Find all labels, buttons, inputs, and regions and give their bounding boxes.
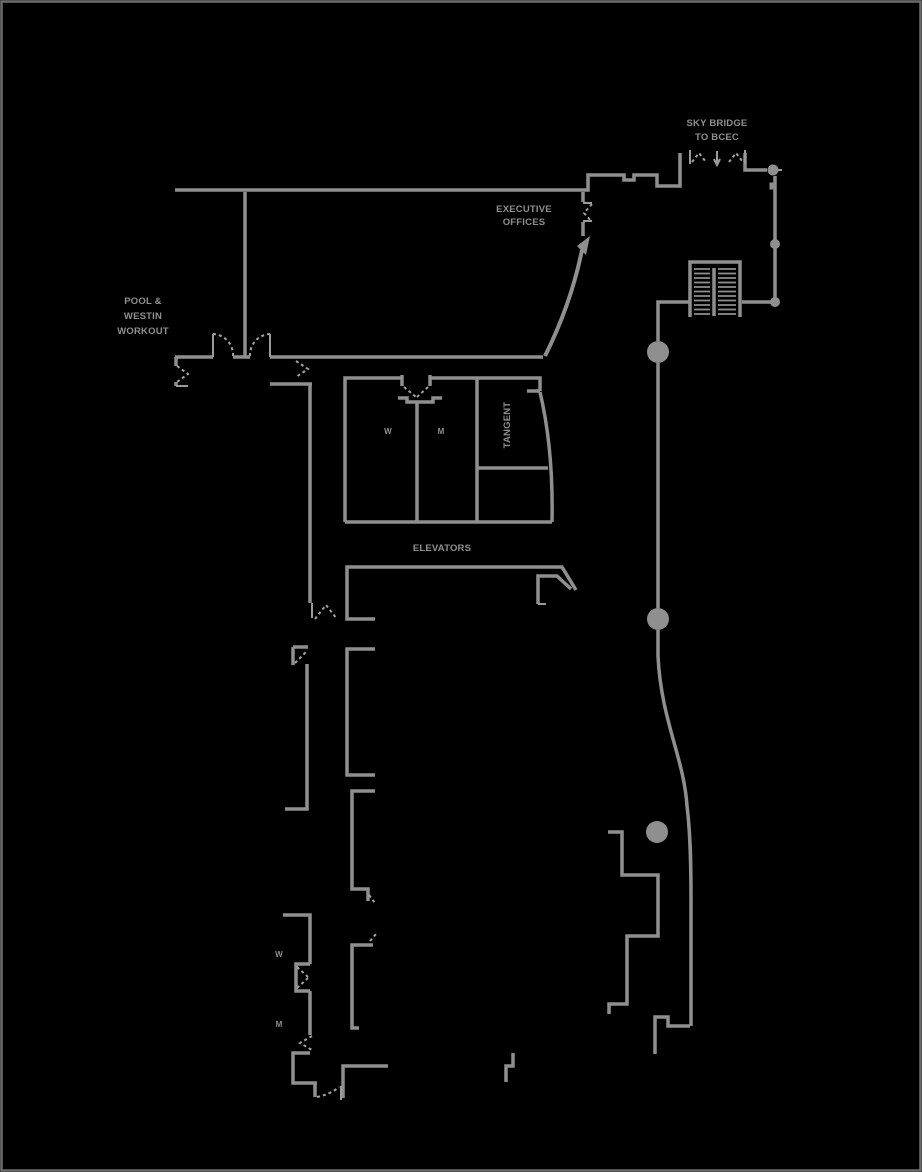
label-restroom-women-lower: W [275, 950, 283, 959]
label-sky-bridge-line1: SKY BRIDGE [687, 118, 748, 129]
door-swing-marks [176, 151, 744, 1098]
door-jamb-ticks [176, 150, 782, 1100]
label-pool-line2: WESTIN [124, 311, 162, 322]
route-arrow-curve [543, 249, 584, 357]
label-restroom-men-lower: M [276, 1020, 283, 1029]
column-markers [646, 164, 780, 843]
column-marker-3 [646, 821, 668, 843]
label-pool-line1: POOL & [124, 296, 161, 307]
stair-enclosure [688, 260, 742, 317]
label-pool-line3: WORKOUT [117, 326, 169, 337]
label-tangent-room: TANGENT [502, 402, 513, 449]
node-small-bottom [770, 297, 780, 307]
node-small-top [767, 164, 779, 176]
labels: SKY BRIDGE TO BCEC EXECUTIVE OFFICES POO… [117, 118, 747, 1029]
walls-structure [174, 153, 777, 1098]
route-arrow [543, 236, 590, 357]
node-small-mid [770, 239, 780, 249]
label-elevators: ELEVATORS [413, 543, 471, 554]
label-restroom-women-upper: W [384, 427, 392, 436]
node-square [769, 182, 777, 190]
label-sky-bridge-line2: TO BCEC [695, 132, 739, 143]
label-executive-line1: EXECUTIVE [496, 204, 552, 215]
label-restroom-men-upper: M [438, 427, 445, 436]
stair-treads [694, 268, 736, 315]
stairwell [688, 260, 742, 317]
route-arrow-head [577, 236, 590, 255]
label-executive-line2: OFFICES [503, 217, 546, 228]
column-marker-1 [647, 341, 669, 363]
column-marker-2 [647, 608, 669, 630]
